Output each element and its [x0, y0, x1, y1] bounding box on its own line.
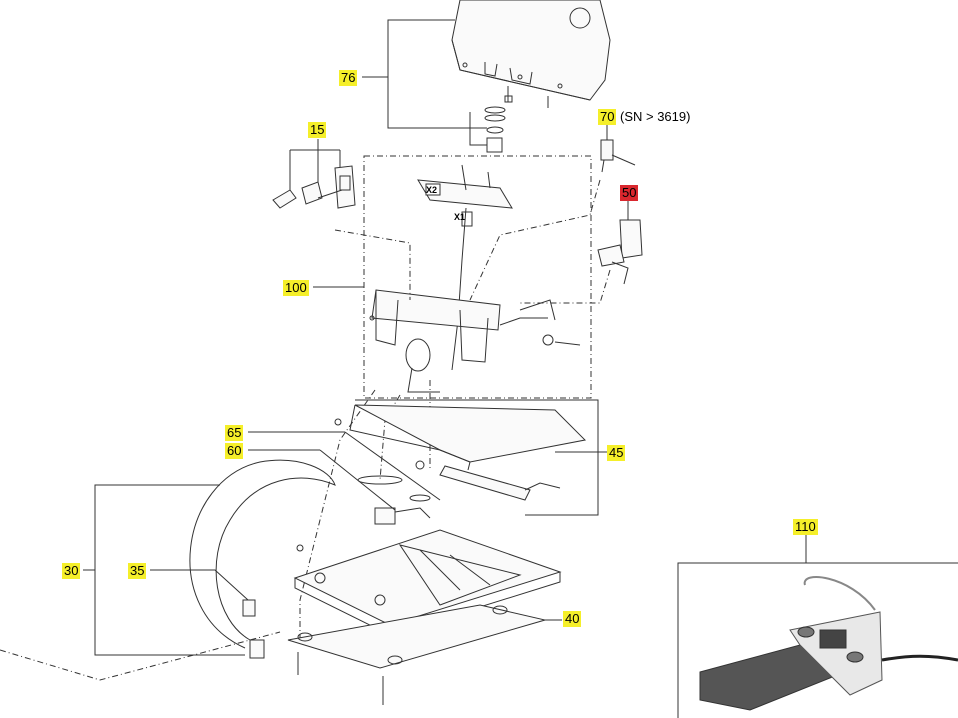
assembly-box-100: [313, 155, 592, 399]
callout-65: 65: [225, 425, 244, 441]
valve-assembly-15: [272, 139, 356, 209]
callout-100: 100: [283, 280, 309, 296]
bottom-plate-40: [287, 604, 562, 705]
bracket-assembly-part: [369, 289, 581, 393]
circuit-board-part: [417, 164, 513, 371]
callout-110: 110: [793, 519, 818, 535]
callout-30: 30: [62, 563, 81, 579]
pedal-cover-45: [334, 399, 608, 516]
inset-box-110: [677, 535, 958, 718]
callout-50: 50: [620, 185, 639, 201]
foot-pedal-product-image: [699, 576, 958, 711]
cable-30: [83, 459, 336, 659]
callout-40: 40: [563, 611, 582, 627]
callout-15: 15: [308, 122, 327, 138]
board-label-x2: X2: [426, 185, 437, 195]
board-label-x1: X1: [454, 212, 465, 222]
leader-76: [362, 19, 487, 146]
switch-part: [248, 431, 441, 525]
housing-fasteners: [484, 86, 549, 153]
callout-35: 35: [128, 563, 147, 579]
valve-70-part: [600, 124, 636, 173]
valve-50-part: [597, 200, 643, 285]
callout-76: 76: [339, 70, 358, 86]
callout-60: 60: [225, 443, 244, 459]
housing-cover-part: [451, 0, 611, 101]
callout-70-serial-note: (SN > 3619): [620, 109, 691, 124]
callout-45: 45: [607, 445, 626, 461]
callout-70: 70: [598, 109, 617, 125]
